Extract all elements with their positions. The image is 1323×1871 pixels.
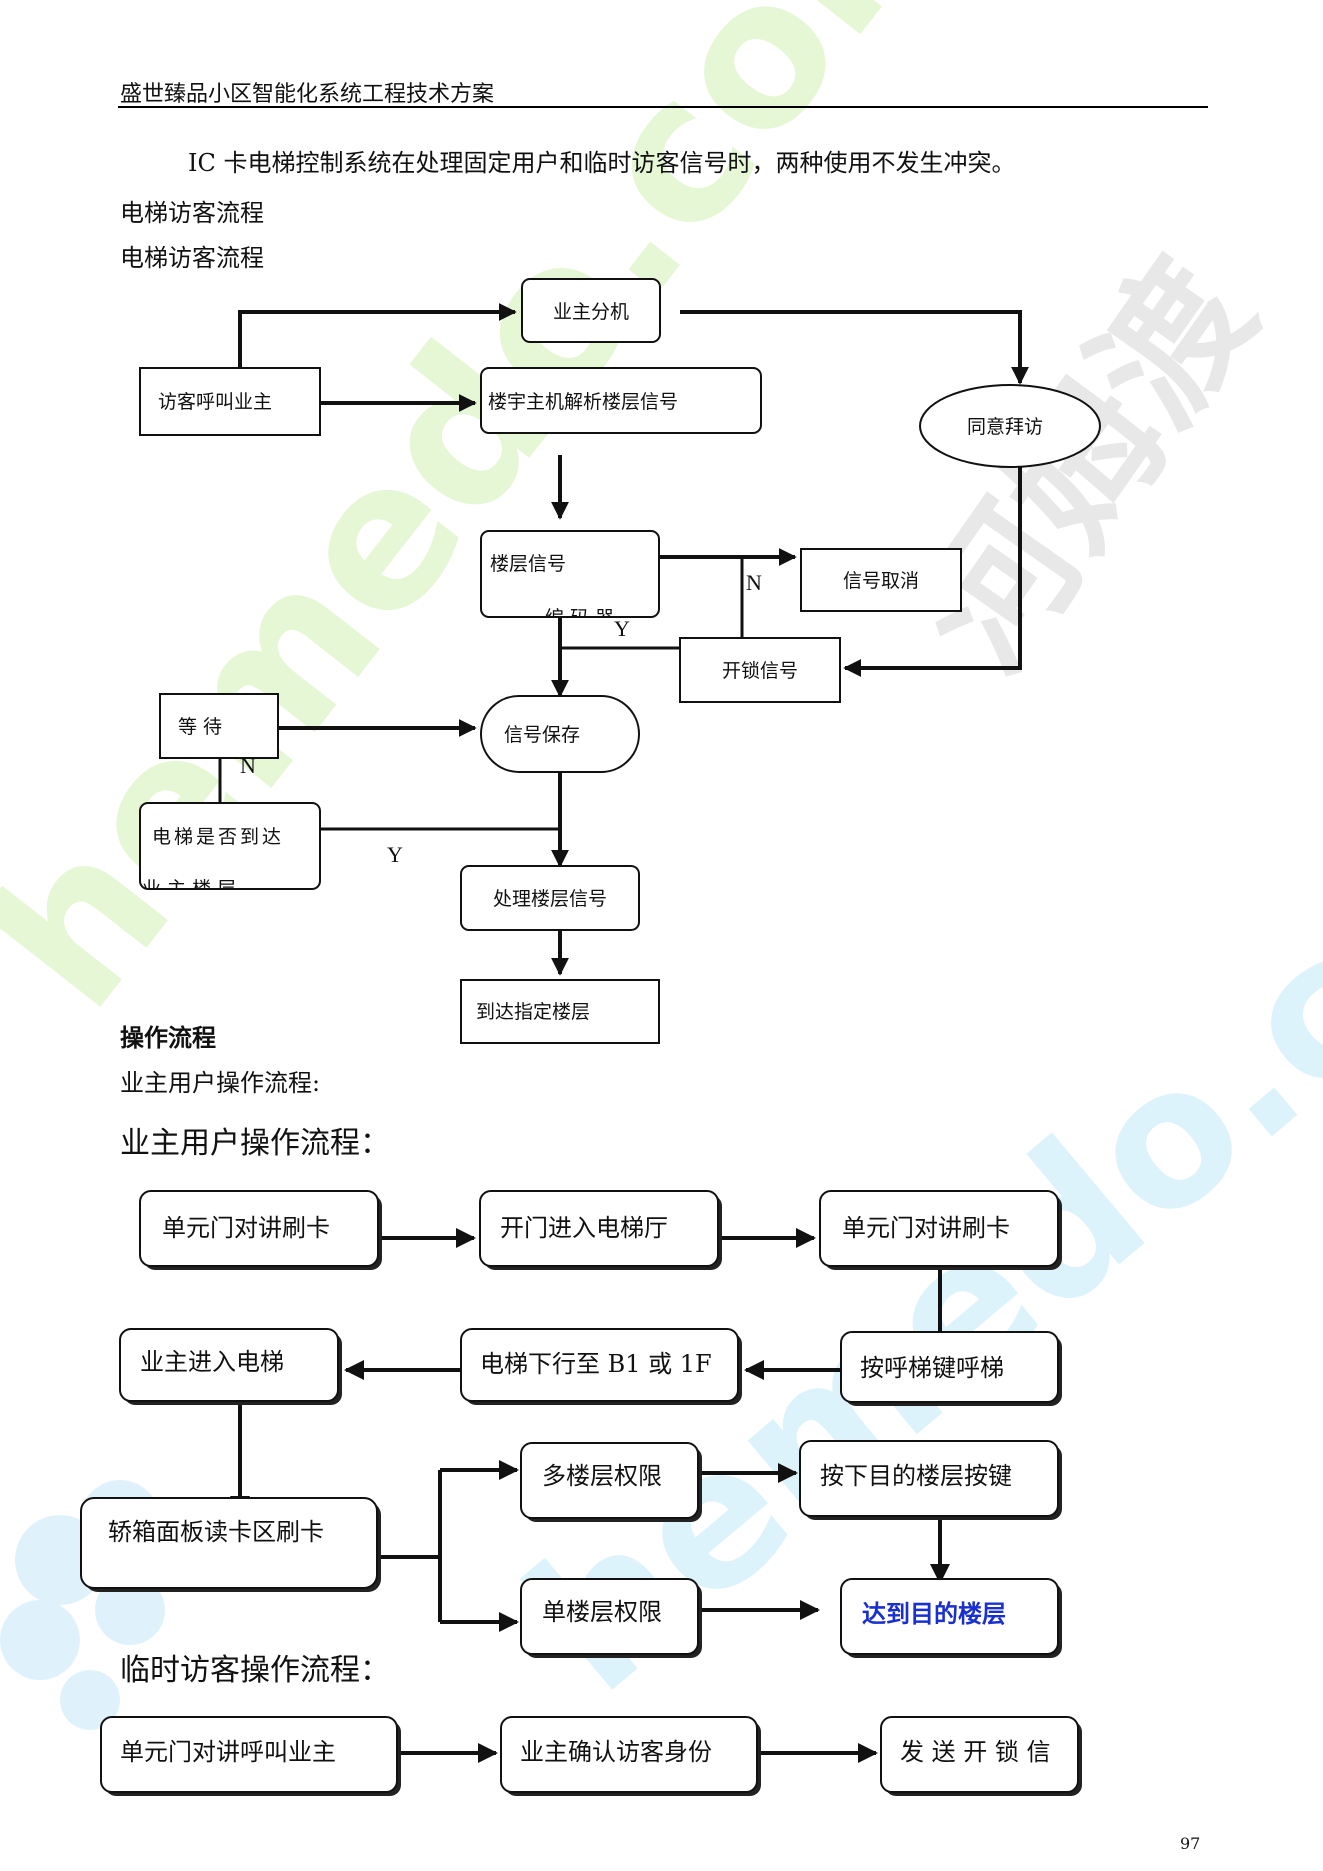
node-visitor-call: 访客呼叫业主: [139, 367, 321, 436]
svg-text:业主确认访客身份: 业主确认访客身份: [520, 1738, 712, 1766]
owner-flow-caption-small: 业主用户操作流程:: [120, 1069, 321, 1097]
svg-text:开锁信号: 开锁信号: [722, 660, 798, 682]
svg-text:楼层信号: 楼层信号: [490, 553, 566, 575]
heading-visitor-flow-1: 电梯访客流程: [120, 199, 264, 227]
node-call-owner: 单元门对讲呼叫业主: [100, 1716, 401, 1796]
svg-text:信号保存: 信号保存: [504, 724, 580, 746]
svg-text:单楼层权限: 单楼层权限: [542, 1598, 662, 1626]
svg-text:开门进入电梯厅: 开门进入电梯厅: [500, 1214, 668, 1242]
temp-visitor-flow-caption: 临时访客操作流程：: [120, 1653, 390, 1688]
document-header-title: 盛世臻品小区智能化系统工程技术方案: [120, 82, 495, 107]
svg-text:楼宇主机解析楼层信号: 楼宇主机解析楼层信号: [488, 391, 678, 413]
svg-text:编 码 器: 编 码 器: [545, 607, 614, 629]
node-agree-visit: 同意拜访: [919, 384, 1101, 468]
svg-text:达到目的楼层: 达到目的楼层: [862, 1600, 1006, 1628]
intro-paragraph: IC 卡电梯控制系统在处理固定用户和临时访客信号时，两种使用不发生冲突。: [188, 149, 1016, 177]
svg-text:单元门对讲刷卡: 单元门对讲刷卡: [842, 1214, 1010, 1242]
svg-text:等 待: 等 待: [178, 716, 222, 738]
label-n-floor: N: [746, 570, 762, 595]
svg-text:信号取消: 信号取消: [843, 570, 919, 592]
heading-operation-flow: 操作流程: [120, 1024, 216, 1052]
node-send-unlock: 发 送 开 锁 信: [880, 1716, 1082, 1796]
node-unlock-signal: 开锁信号: [679, 637, 841, 703]
node-press-dest: 按下目的楼层按键: [799, 1440, 1062, 1520]
page-number: 97: [1180, 1834, 1201, 1853]
visitor-flow-edges: [218, 303, 1029, 976]
node-swipe-card-1: 单元门对讲刷卡: [139, 1190, 382, 1270]
svg-text:业主分机: 业主分机: [553, 301, 629, 323]
svg-text:发 送 开 锁 信: 发 送 开 锁 信: [900, 1738, 1051, 1766]
node-single-floor: 单楼层权限: [520, 1578, 702, 1658]
svg-text:按下目的楼层按键: 按下目的楼层按键: [820, 1462, 1012, 1490]
node-floor-signal: 楼层信号 编 码 器: [480, 530, 660, 629]
svg-text:轿箱面板读卡区刷卡: 轿箱面板读卡区刷卡: [108, 1518, 324, 1546]
svg-text:单元门对讲刷卡: 单元门对讲刷卡: [162, 1214, 330, 1242]
svg-text:访客呼叫业主: 访客呼叫业主: [158, 391, 272, 413]
node-signal-cancel: 信号取消: [800, 548, 962, 612]
node-elevator-down: 电梯下行至 B1 或 1F: [460, 1328, 742, 1405]
node-call-button: 按呼梯键呼梯: [840, 1331, 1062, 1406]
heading-visitor-flow-2: 电梯访客流程: [120, 244, 264, 272]
node-wait: 等 待: [159, 693, 279, 759]
owner-flow-caption-large: 业主用户操作流程：: [120, 1126, 390, 1161]
node-owner-enter: 业主进入电梯: [119, 1328, 342, 1405]
node-signal-save: 信号保存: [480, 695, 640, 773]
node-enter-lobby: 开门进入电梯厅: [479, 1190, 722, 1270]
svg-text:同意拜访: 同意拜访: [967, 416, 1043, 438]
svg-text:单元门对讲呼叫业主: 单元门对讲呼叫业主: [120, 1738, 336, 1766]
label-y-floor: Y: [614, 616, 630, 641]
svg-text:电梯是否到达: 电梯是否到达: [152, 826, 284, 848]
label-n-elevator: N: [240, 753, 256, 778]
header-divider: [118, 106, 1208, 108]
svg-text:到达指定楼层: 到达指定楼层: [476, 1001, 590, 1023]
svg-text:业 主 楼 层: 业 主 楼 层: [142, 878, 236, 900]
label-y-elevator: Y: [387, 842, 403, 867]
node-arrive-dest: 达到目的楼层: [840, 1578, 1062, 1658]
node-swipe-card-2: 单元门对讲刷卡: [819, 1190, 1062, 1270]
node-reach-floor: 到达指定楼层: [460, 979, 660, 1044]
node-host-parse: 楼宇主机解析楼层信号: [480, 367, 762, 434]
node-car-panel-swipe: 轿箱面板读卡区刷卡: [80, 1497, 381, 1592]
svg-text:业主进入电梯: 业主进入电梯: [140, 1348, 284, 1376]
svg-text:电梯下行至 B1 或 1F: 电梯下行至 B1 或 1F: [480, 1350, 712, 1378]
svg-text:多楼层权限: 多楼层权限: [542, 1462, 662, 1490]
node-process-floor: 处理楼层信号: [460, 865, 640, 931]
node-elevator-arrive: 电梯是否到达 业 主 楼 层: [139, 802, 321, 900]
node-confirm-identity: 业主确认访客身份: [500, 1716, 761, 1796]
svg-text:按呼梯键呼梯: 按呼梯键呼梯: [860, 1354, 1004, 1382]
node-multi-floor: 多楼层权限: [520, 1442, 702, 1522]
svg-text:处理楼层信号: 处理楼层信号: [493, 888, 607, 910]
node-owner-unit: 业主分机: [521, 278, 661, 343]
